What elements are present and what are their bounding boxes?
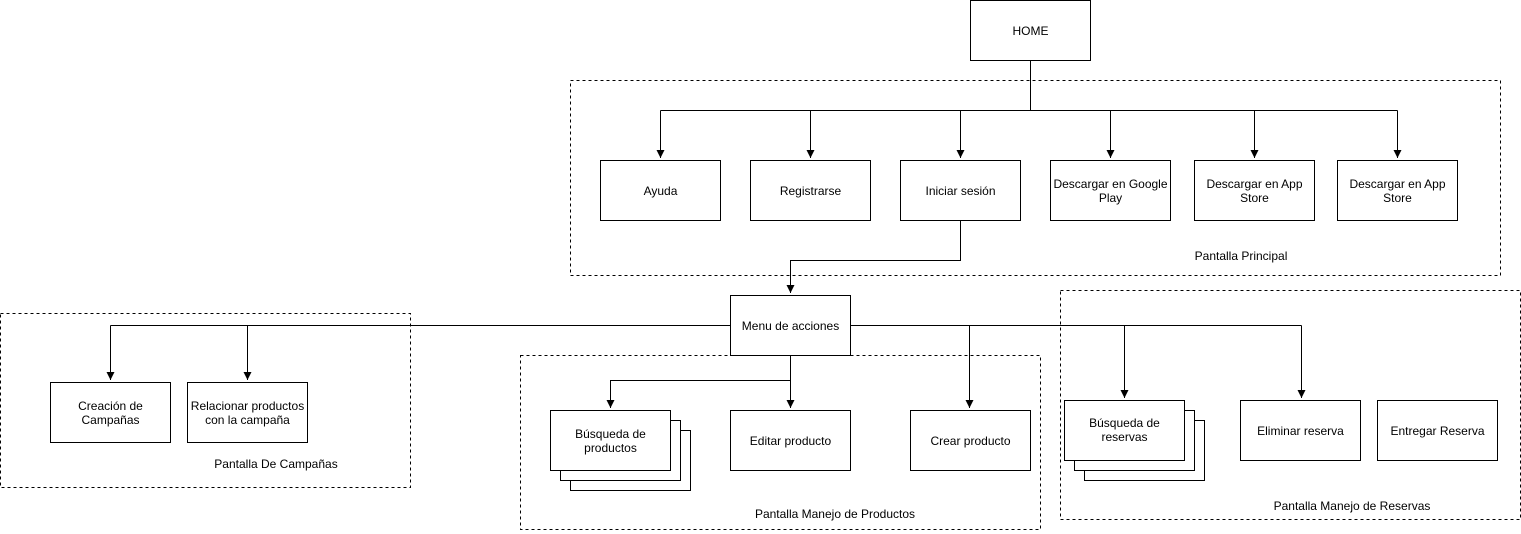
node-busqueda-reservas-label-line1: Búsqueda de (1089, 416, 1160, 430)
group-label-pantalla-reservas: Pantalla Manejo de Reservas (1274, 499, 1431, 513)
node-busqueda-productos-label-line2: productos (584, 441, 637, 455)
node-busqueda-reservas-label-line2: reservas (1101, 430, 1147, 444)
node-eliminar-reserva-label: Eliminar reserva (1257, 424, 1344, 438)
node-iniciar-sesion-label: Iniciar sesión (925, 184, 995, 198)
group-pantalla-principal: Pantalla Principal (570, 80, 1501, 276)
node-google-play: Descargar en Google Play (1050, 160, 1171, 221)
node-busqueda-reservas: Búsqueda de reservas (1064, 400, 1205, 481)
node-app-store-1-label-line1: Descargar en App (1206, 177, 1302, 191)
node-relacionar-productos-label-line1: Relacionar productos (191, 399, 304, 413)
connectors (106, 60, 1402, 408)
node-iniciar-sesion: Iniciar sesión (900, 160, 1021, 221)
group-label-pantalla-principal: Pantalla Principal (1195, 249, 1288, 263)
node-editar-producto-label: Editar producto (750, 434, 832, 448)
node-menu-acciones: Menu de acciones (730, 295, 851, 356)
node-editar-producto: Editar producto (730, 410, 851, 471)
node-eliminar-reserva: Eliminar reserva (1240, 400, 1361, 461)
node-creacion-campanas: Creación de Campañas (50, 382, 171, 443)
node-ayuda: Ayuda (600, 160, 721, 221)
node-app-store-1: Descargar en App Store (1194, 160, 1315, 221)
node-creacion-campanas-label-line2: Campañas (81, 413, 139, 427)
node-app-store-1-label-line2: Store (1240, 191, 1269, 205)
group-label-pantalla-campanas: Pantalla De Campañas (214, 457, 337, 471)
edge-menu-busqueda-productos (606, 380, 791, 408)
group-label-pantalla-productos: Pantalla Manejo de Productos (755, 507, 915, 521)
edge-login-menu (786, 220, 961, 293)
node-registrarse: Registrarse (750, 160, 871, 221)
node-registrarse-label: Registrarse (780, 184, 842, 198)
node-home: HOME (970, 0, 1091, 61)
node-app-store-2-label-line2: Store (1383, 191, 1412, 205)
node-google-play-label-line2: Play (1099, 191, 1122, 205)
node-app-store-2: Descargar en App Store (1337, 160, 1458, 221)
node-relacionar-productos-label-line2: con la campaña (205, 413, 290, 427)
group-pantalla-reservas: Pantalla Manejo de Reservas (1060, 290, 1521, 520)
node-crear-producto: Crear producto (910, 410, 1031, 471)
node-relacionar-productos: Relacionar productos con la campaña (187, 382, 308, 443)
node-ayuda-label: Ayuda (644, 184, 678, 198)
node-creacion-campanas-label-line1: Creación de (78, 399, 143, 413)
node-busqueda-productos-label-line1: Búsqueda de (575, 427, 646, 441)
node-home-label: HOME (1013, 24, 1049, 38)
node-entregar-reserva-label: Entregar Reserva (1390, 424, 1484, 438)
node-app-store-2-label-line1: Descargar en App (1349, 177, 1445, 191)
node-crear-producto-label: Crear producto (930, 434, 1010, 448)
node-google-play-label-line1: Descargar en Google (1053, 177, 1167, 191)
node-busqueda-productos: Búsqueda de productos (550, 410, 691, 491)
node-entregar-reserva: Entregar Reserva (1377, 400, 1498, 461)
node-menu-acciones-label: Menu de acciones (742, 319, 839, 333)
group-pantalla-campanas: Pantalla De Campañas (0, 313, 411, 488)
